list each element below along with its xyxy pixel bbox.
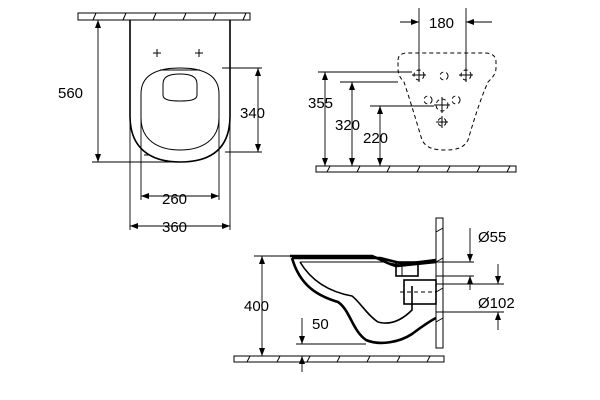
rear-view-floor (315, 165, 517, 173)
dim-diameter-102-label: Ø102 (478, 295, 515, 312)
dim-220-label: 220 (363, 130, 388, 147)
dim-400-label: 400 (244, 298, 269, 315)
top-view-seat-inner (162, 73, 198, 102)
dim-260 (140, 118, 220, 200)
side-view-outlet (395, 261, 437, 305)
dim-340-label: 340 (240, 105, 265, 122)
dim-50 (296, 318, 366, 372)
rear-view-bowl-outline (397, 52, 497, 151)
side-view: 400 50 Ø55 Ø102 (233, 217, 515, 372)
dim-260-label: 260 (162, 191, 187, 208)
dim-355-label: 355 (308, 95, 333, 112)
dim-diameter-55 (436, 228, 474, 290)
dim-180 (400, 8, 492, 70)
side-view-seat-top (300, 261, 407, 267)
dim-diameter-102 (436, 264, 504, 330)
dim-560-label: 560 (58, 85, 83, 102)
dim-320 (340, 81, 398, 166)
dim-340 (222, 67, 262, 153)
dim-400 (254, 255, 290, 356)
side-view-floor (233, 355, 445, 363)
dim-560 (92, 19, 180, 163)
dim-50-label: 50 (312, 316, 329, 333)
top-view-bowl-outline (129, 20, 231, 163)
rear-view: 180 355 320 220 (308, 8, 517, 173)
top-view: 560 340 260 360 (58, 12, 265, 236)
dim-180-label: 180 (429, 15, 454, 32)
dim-220 (370, 105, 434, 166)
side-view-wall (435, 217, 444, 349)
dim-360 (129, 116, 231, 230)
top-view-fixing-crosses (153, 49, 203, 57)
dim-360-label: 360 (162, 219, 187, 236)
top-view-seat-opening (140, 67, 220, 151)
dim-355 (318, 71, 412, 166)
dim-diameter-55-label: Ø55 (478, 229, 506, 246)
rear-view-fixing-crosses (412, 68, 473, 128)
side-view-bowl-inner (299, 261, 413, 324)
dim-320-label: 320 (335, 117, 360, 134)
side-view-seat (292, 256, 437, 266)
side-view-bowl-profile (290, 257, 437, 345)
top-view-wall (77, 12, 251, 21)
